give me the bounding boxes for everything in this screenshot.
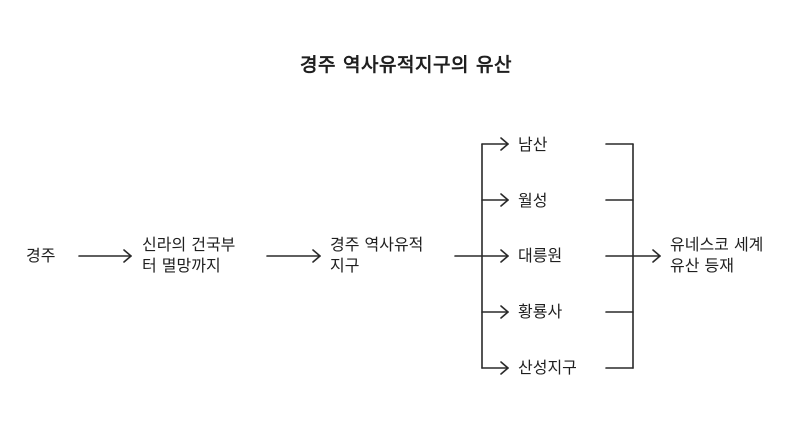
node-hwangnyongsa: 황룡사 [518, 302, 563, 321]
node-unesco-listing: 유네스코 세계 유산 등재 [670, 235, 764, 275]
edge-history-to-district [266, 249, 321, 263]
node-daereungwon: 대릉원 [518, 246, 563, 265]
node-gyeongju: 경주 [26, 246, 56, 265]
node-namsan: 남산 [518, 135, 548, 154]
node-historic-district: 경주 역사유적 지구 [330, 235, 424, 275]
edge-merge-to-unesco [605, 143, 661, 369]
diagram-title: 경주 역사유적지구의 유산 [299, 54, 512, 76]
node-silla-history: 신라의 건국부 터 멸망까지 [142, 235, 236, 275]
edge-district-branch [454, 143, 483, 369]
edge-branch-to-hwangnyongsa [481, 305, 509, 319]
edge-gyeongju-to-history [78, 249, 132, 263]
edge-branch-to-namsan [481, 137, 509, 151]
node-wolseong: 월성 [518, 191, 548, 210]
edge-branch-to-wolseong [481, 193, 509, 207]
node-sanseong: 산성지구 [518, 358, 577, 377]
edge-branch-to-daereungwon [481, 249, 509, 263]
edge-branch-to-sanseong [481, 361, 509, 375]
